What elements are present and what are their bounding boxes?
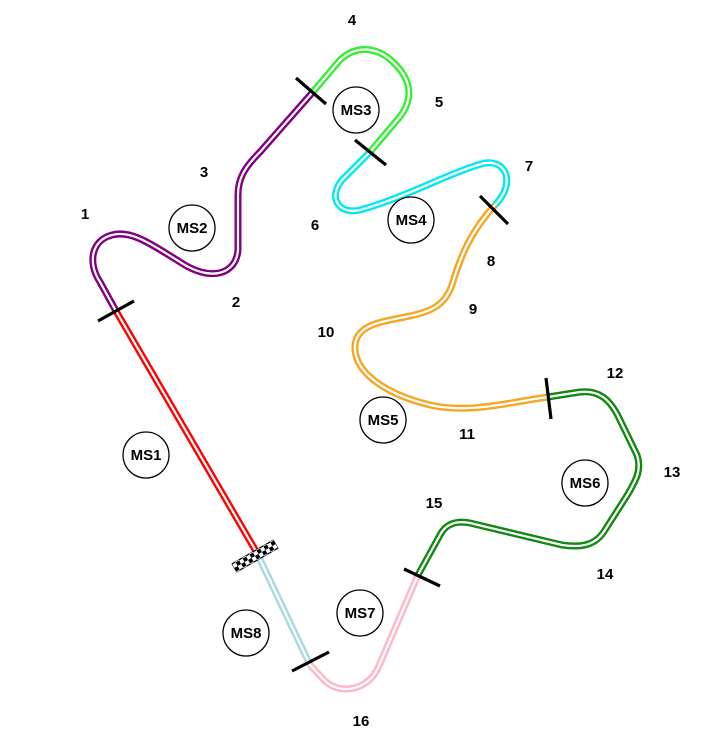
corner-number: 11: [459, 426, 475, 443]
track-segment-ms8: [253, 551, 314, 667]
boundary-ms7-ms8: [291, 650, 330, 673]
boundary-ms3-ms4: [353, 138, 388, 167]
corner-numbers: 1 2 3 4 5 6 7 8 9 10 11 12 13 14 15 16: [81, 12, 681, 730]
track-segment-ms6: [414, 388, 643, 577]
corner-number: 4: [348, 12, 357, 29]
corner-number: 8: [487, 253, 495, 270]
corner-number: 12: [607, 365, 624, 382]
track-segment-ms5: [351, 202, 549, 412]
sector-boundaries: [97, 76, 553, 673]
track-segment-ms1: [112, 309, 261, 555]
corner-number: 2: [232, 294, 240, 311]
corner-number: 14: [597, 566, 614, 583]
sector-label-ms7: MS7: [336, 589, 384, 637]
start-finish-line: [231, 539, 279, 573]
sector-label-ms2: MS2: [168, 204, 216, 252]
corner-number: 9: [469, 301, 477, 318]
svg-text:MS5: MS5: [368, 412, 399, 429]
corner-number: 5: [435, 94, 443, 111]
svg-text:MS2: MS2: [177, 220, 208, 237]
corner-number: 16: [353, 713, 370, 730]
track-segment-ms3: [309, 46, 413, 155]
svg-text:MS8: MS8: [231, 625, 262, 642]
track-segment-ms2: [89, 90, 315, 313]
corner-number: 7: [525, 158, 533, 175]
sector-label-ms5: MS5: [359, 396, 407, 444]
svg-text:MS1: MS1: [131, 447, 162, 464]
boundary-ms6-ms7: [403, 567, 441, 588]
corner-number: 15: [426, 495, 443, 512]
sector-label-ms1: MS1: [122, 431, 170, 479]
sector-labels: MS1 MS2 MS3 MS4 MS5 MS6 MS7 MS8: [122, 86, 609, 657]
corner-number: 13: [664, 464, 681, 481]
boundary-ms2-ms3: [294, 76, 328, 106]
boundary-ms4-ms5: [478, 194, 510, 226]
track-segment-ms4: [332, 149, 511, 215]
sector-label-ms4: MS4: [387, 196, 435, 244]
corner-number: 6: [311, 217, 319, 234]
sector-label-ms8: MS8: [222, 609, 270, 657]
svg-text:MS6: MS6: [570, 475, 601, 492]
svg-text:MS7: MS7: [345, 605, 376, 622]
sector-label-ms6: MS6: [561, 459, 609, 507]
corner-number: 10: [318, 324, 335, 341]
boundary-ms5-ms6: [544, 377, 553, 420]
corner-number: 1: [81, 206, 89, 223]
track-segment-ms7: [307, 573, 422, 693]
sector-label-ms3: MS3: [332, 86, 380, 134]
svg-text:MS3: MS3: [341, 102, 372, 119]
track: [89, 46, 643, 693]
corner-number: 3: [200, 164, 208, 181]
svg-text:MS4: MS4: [396, 212, 428, 229]
boundary-ms1-ms2: [97, 299, 135, 323]
